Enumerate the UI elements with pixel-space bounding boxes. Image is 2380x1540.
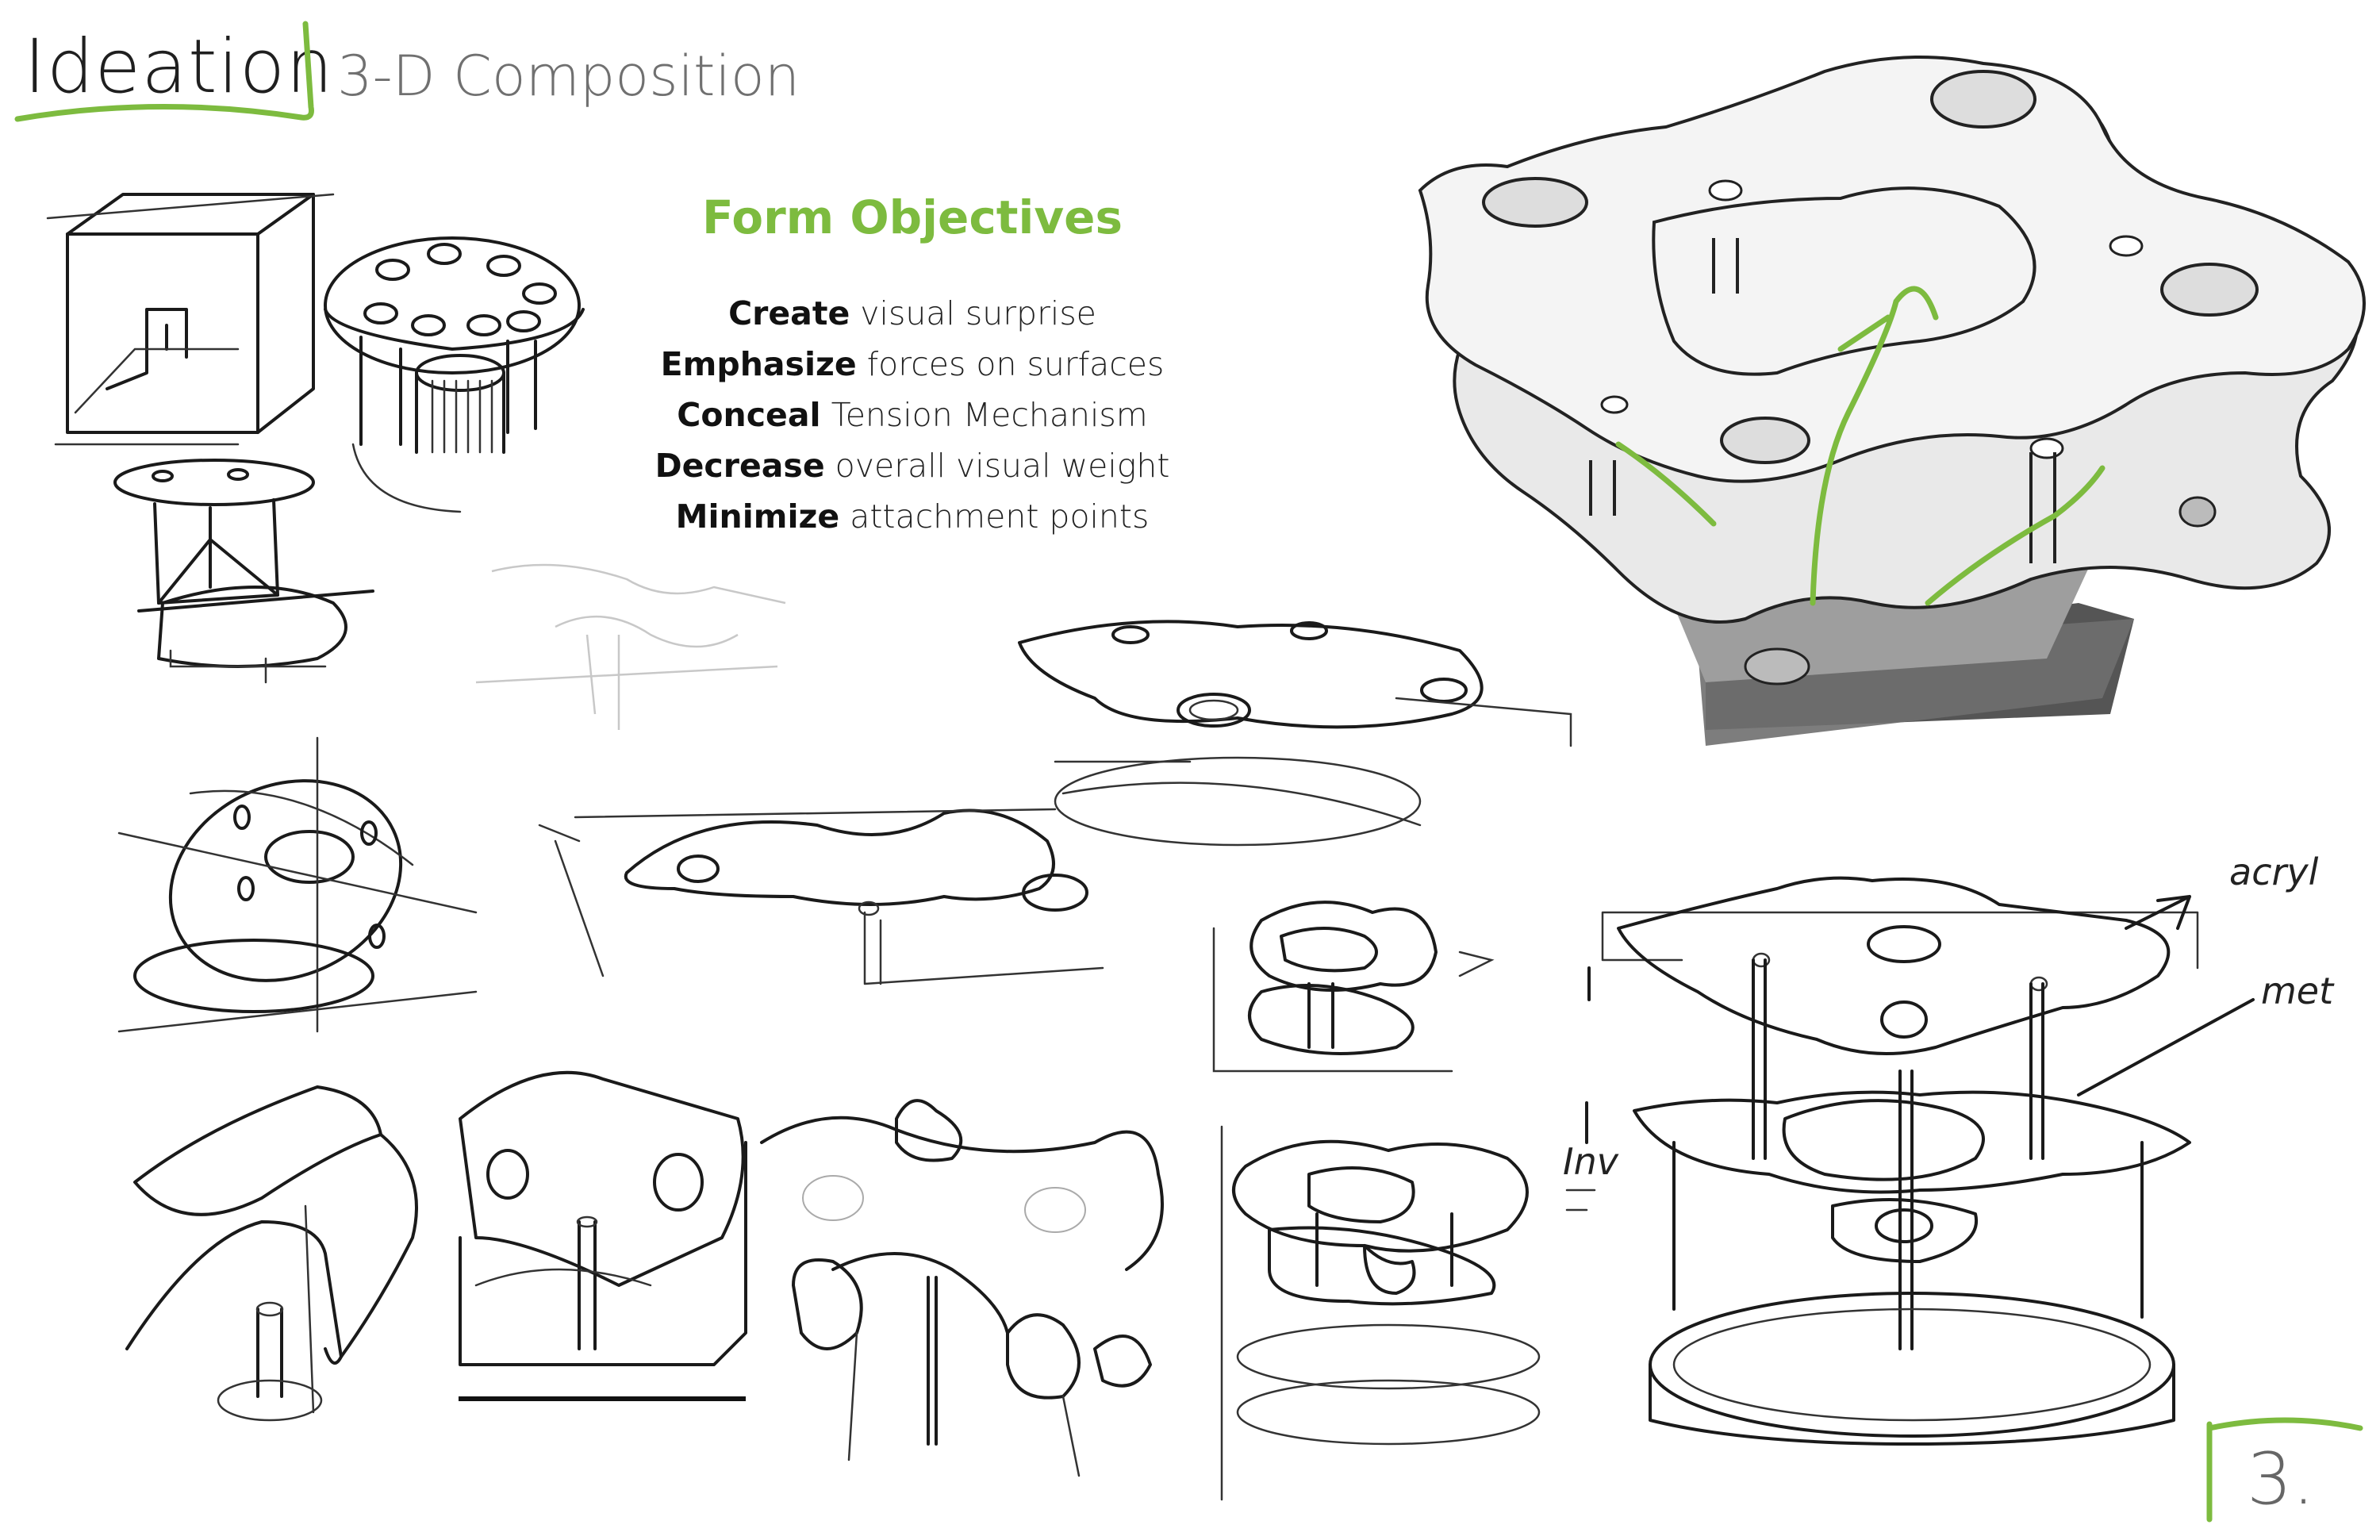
title-underline-swoosh (14, 21, 314, 122)
sketch-wavy-sheet (538, 808, 1104, 985)
sketch-box-hook (46, 193, 335, 446)
form-objectives: Form Objectives Create visual surprise E… (635, 190, 1190, 542)
sketch-stack-rings: Inv (1220, 1125, 1619, 1501)
objective-item: Create visual surprise (728, 294, 1096, 332)
page-number: 3. (2247, 1438, 2315, 1521)
objective-item: Emphasize forces on surfaces (660, 345, 1165, 383)
page-title: Ideation (24, 24, 334, 110)
sketch-holed-box (459, 1070, 747, 1401)
page-subtitle: 3-D Composition (337, 44, 800, 109)
sketch-lobe-frame (760, 1099, 1164, 1477)
page-number-bracket (2206, 1417, 2363, 1523)
objective-item: Conceal Tension Mechanism (677, 396, 1148, 434)
handnote-met: met (2261, 970, 2335, 1012)
sketch-oval-tension-table (113, 459, 374, 684)
sketch-faint-background (475, 563, 786, 730)
sketch-round-table (324, 236, 585, 513)
sketch-blob-stack-small (1212, 901, 1495, 1073)
handnote-inv: Inv (1563, 1140, 1619, 1183)
sketch-wavy-platform (1018, 620, 1572, 847)
sketch-tilted-disk (117, 736, 478, 1033)
objective-item: Decrease overall visual weight (654, 447, 1170, 485)
objective-item: Minimize attachment points (675, 497, 1150, 536)
rendered-concept (1418, 56, 2366, 746)
sketch-exploded-assembly: acryl met (1585, 851, 2335, 1446)
handnote-acryl: acryl (2229, 851, 2319, 893)
objectives-heading: Form Objectives (701, 190, 1123, 244)
sketch-swoop-chair (125, 1085, 418, 1422)
